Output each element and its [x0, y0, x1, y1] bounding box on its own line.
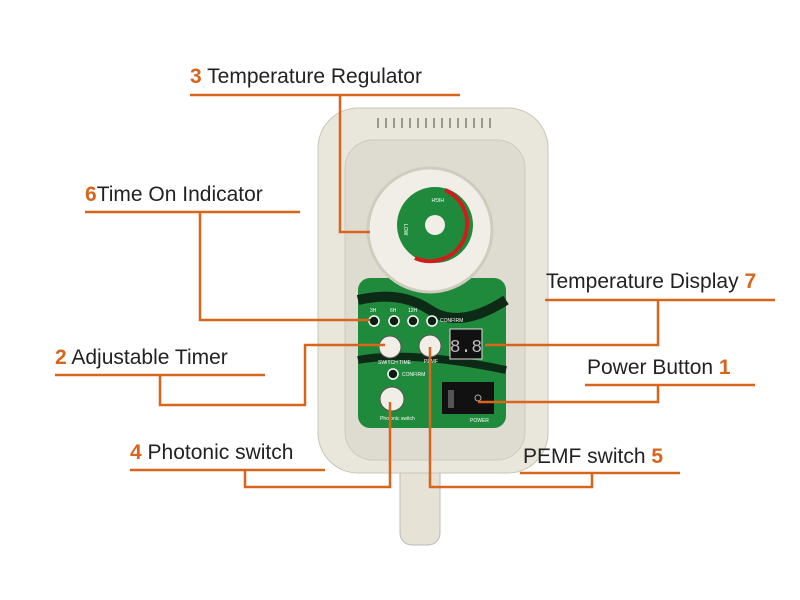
callout-pemf-switch: PEMF switch 5 [523, 445, 663, 469]
indicator-label: 6H [390, 308, 397, 314]
timer-button[interactable] [378, 335, 402, 359]
photonic-button[interactable] [379, 386, 405, 412]
callout-number: 4 [130, 441, 142, 464]
photonic-label: Photonic switch [380, 416, 415, 422]
callout-text: Photonic switch [147, 441, 294, 464]
display-value: 8.8 [450, 338, 482, 358]
indicator-label: 12H [408, 308, 418, 314]
knob-high-label: HIGH [431, 196, 444, 202]
temperature-display [449, 328, 483, 360]
indicator-label: 3H [370, 308, 377, 314]
callout-text: Power Button [587, 356, 714, 379]
power-label: POWER [470, 418, 489, 424]
confirm-label: CONFIRM [402, 372, 425, 378]
knob-low-label: LOW [402, 224, 408, 236]
callout-text: Time On Indicator [96, 183, 263, 206]
vent-slots [377, 118, 491, 128]
callout-number: 6 [85, 183, 97, 206]
callout-text: Temperature Display [546, 270, 739, 293]
callout-number: 3 [190, 65, 202, 88]
callout-time-on-indicator: 6Time On Indicator [85, 183, 263, 207]
callout-text: Temperature Regulator [207, 65, 422, 88]
callout-adjustable-timer: 2 Adjustable Timer [55, 346, 228, 370]
time-indicators [368, 315, 438, 380]
callout-number: 2 [55, 346, 67, 369]
callout-number: 5 [651, 445, 664, 468]
callout-number: 7 [744, 270, 757, 293]
callout-power-button: Power Button 1 [587, 356, 731, 380]
callout-number: 1 [718, 356, 731, 379]
callout-text: Adjustable Timer [71, 346, 228, 369]
callout-temperature-display: Temperature Display 7 [546, 270, 756, 294]
callout-photonic-switch: 4 Photonic switch [130, 441, 293, 465]
callout-text: PEMF switch [523, 445, 646, 468]
switch-time-label: SWITCH TIME [378, 360, 412, 366]
indicator-label: CONFIRM [440, 318, 463, 324]
leader-lines [55, 93, 775, 489]
callout-temperature-regulator: 3 Temperature Regulator [190, 65, 422, 89]
